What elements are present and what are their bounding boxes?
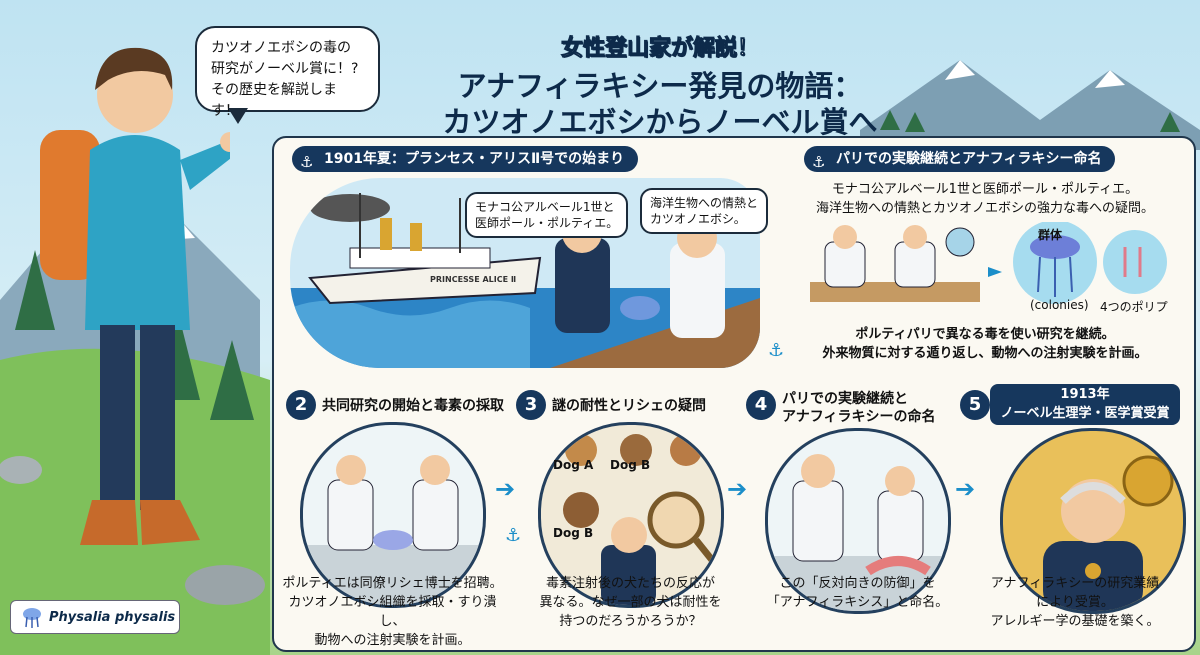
dog-a-label: Dog A [553, 458, 594, 472]
section-paris-text-2: 海洋生物への情熱とカツオノエボシの強力な毒への疑問。 [815, 201, 1154, 216]
guide-bubble-tail [228, 108, 248, 124]
step-3-illustration [538, 422, 724, 608]
step-2-title: 共同研究の開始と毒素の採取 [322, 398, 504, 414]
step-5-title-2: ノーベル生理学・医学賞受賞 [1000, 406, 1170, 421]
step-3-title: 謎の耐性とリシェの疑問 [552, 398, 706, 414]
step-2-number: 2 [286, 390, 316, 420]
section-paris-bottom-2: 外来物質に対する遁り返し、動物への注射実験を計画。 [822, 346, 1148, 361]
medal-icon [1122, 455, 1174, 507]
guide-bubble-line-1: カツオノエボシの毒の [211, 40, 351, 56]
title-kicker: 女性登山家が解説！ [560, 36, 759, 62]
page-title-line-2: カツオノエボシからノーベル賞へ [442, 105, 878, 139]
step-3-caption: 毒素注射後の犬たちの反応が 異なる。なぜ一部の犬は耐性を 持つのだろうかろうか？ [518, 574, 743, 631]
section-1-heading-text: 1901年夏：プランセス・アリスⅡ号での始まり [324, 151, 625, 167]
step-3-caption-2: 異なる。なぜ一部の犬は耐性を [539, 595, 722, 610]
page-title-line-1: アナフィラキシー発見の物語： [457, 69, 863, 103]
nobel-scene-illustration [1043, 455, 1174, 611]
section-1-bubble-left: モナコ公アルベール1世と 医師ポール・ポルティエ。 [465, 192, 629, 238]
step-4-caption-1: この「反対向きの防御」を [779, 576, 936, 591]
species-tag: Physalia physalis [10, 600, 180, 634]
step-5-number: 5 [960, 390, 990, 420]
step-3-caption-1: 毒素注射後の犬たちの反応が [545, 576, 715, 591]
section-1-heading: ⚓ 1901年夏：プランセス・アリスⅡ号での始まり [292, 146, 639, 172]
dog-b-label: Dog B [610, 458, 651, 472]
dog-b2-label: Dog B [553, 526, 594, 540]
step-2-caption-1: ポルティエは同僚リシェ博士を招聘。 [282, 576, 503, 591]
colonies-label: (colonies) [1030, 298, 1089, 312]
section-1-bubble-right-line-1: 海洋生物への情熱と [650, 196, 759, 210]
arrow-right-icon: ➔ [727, 475, 748, 503]
step-5-caption-2: により受賞。 [1036, 595, 1114, 610]
step-2-caption-3: 動物への注射実験を計画。 [314, 633, 471, 648]
step-3-caption-3: 持つのだろうかろうか？ [559, 614, 702, 629]
magnifier-icon [647, 491, 705, 549]
step-2-caption-2: カツオノエボシ組織を採取・すり潰し、 [288, 595, 497, 629]
lab-jellyfish-illustration [810, 222, 1167, 304]
anchor-icon: ⚓ [300, 153, 314, 171]
ship-name-label: PRINCESSE ALICE Ⅱ [430, 275, 517, 284]
section-1-bubble-right-line-2: カツオノエボシ。 [650, 212, 746, 226]
section-paris-text: モナコ公アルベール1世と医師ポール・ポルティエ。 海洋生物への情熱とカツオノエボ… [795, 180, 1175, 218]
section-paris-bottom: ポルティパリで異なる毒を使い研究を継続。 外来物質に対する遁り返し、動物への注射… [800, 325, 1170, 363]
colony-label: 群体 [1038, 228, 1063, 242]
step-4-title-1: パリでの実験継続と [782, 391, 908, 407]
ship-scene-illustration [290, 193, 760, 368]
section-paris-heading-text: パリでの実験継続とアナフィラキシー命名 [836, 151, 1102, 167]
guide-speech-bubble: カツオノエボシの毒の 研究がノーベル賞に！? その歴史を解説します！ [195, 26, 380, 119]
step-4-title: パリでの実験継続と アナフィラキシーの命名 [782, 390, 935, 426]
step-4-number: 4 [746, 390, 776, 420]
step-4-caption: この「反対向きの防御」を 「アナフィラキシス」と命名。 [750, 574, 965, 612]
anchor-icon: ⚓ [505, 525, 522, 546]
step-2-illustration [300, 422, 486, 608]
jellyfish-icon [23, 608, 41, 628]
arrow-right-icon: ➔ [495, 475, 516, 503]
section-paris-text-1: モナコ公アルベール1世と医師ポール・ポルティエ。 [831, 182, 1139, 197]
anchor-icon: ⚓ [812, 153, 826, 171]
polyp-label: 4つのポリプ [1100, 300, 1168, 314]
species-tag-text: Physalia physalis [49, 610, 176, 625]
guide-bubble-line-2: 研究がノーベル賞に！? [211, 61, 359, 77]
arrow-right-icon: ➔ [955, 475, 976, 503]
step-5-illustration [1000, 428, 1186, 614]
step-5-caption-1: アナフィラキシーの研究業績 [990, 576, 1160, 591]
page-title-block: 女性登山家が解説！ アナフィラキシー発見の物語： カツオノエボシからノーベル賞へ [420, 30, 900, 140]
step-5-title-box: 1913年 ノーベル生理学・医学賞受賞 [990, 384, 1180, 425]
step-3-number: 3 [516, 390, 546, 420]
step-5-caption: アナフィラキシーの研究業績 により受賞。 アレルギー学の基礎を築く。 [970, 574, 1180, 631]
section-1-bubble-right: 海洋生物への情熱と カツオノエボシ。 [640, 188, 769, 234]
anchor-icon: ⚓ [768, 340, 785, 361]
step-4-caption-2: 「アナフィラキシス」と命名。 [766, 595, 949, 610]
step-4-title-2: アナフィラキシーの命名 [782, 409, 936, 425]
hiker-guide-illustration [40, 47, 230, 545]
section-paris-bottom-1: ポルティパリで異なる毒を使い研究を継続。 [855, 327, 1115, 342]
section-1-bubble-left-line-2: 医師ポール・ポルティエ。 [475, 216, 619, 230]
step-5-caption-3: アレルギー学の基礎を築く。 [990, 614, 1160, 629]
step-2-caption: ポルティエは同僚リシェ博士を招聘。 カツオノエボシ組織を採取・すり潰し、 動物へ… [280, 574, 505, 650]
step-5-title-1: 1913年 [1060, 387, 1110, 402]
section-1-bubble-left-line-1: モナコ公アルベール1世と [475, 200, 615, 214]
section-paris-heading: ⚓ パリでの実験継続とアナフィラキシー命名 [804, 146, 1116, 172]
